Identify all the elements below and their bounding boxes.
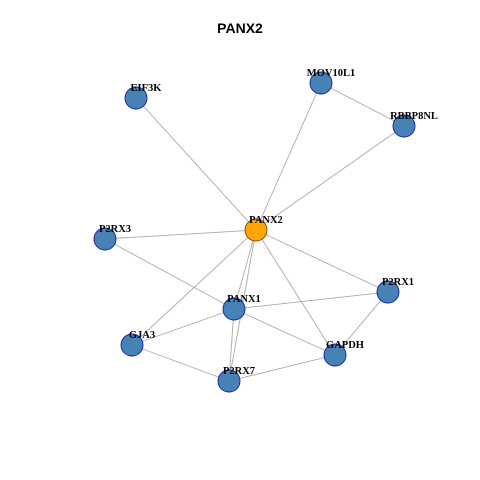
edge-panx2-eif3k <box>135 97 257 231</box>
node-rbbp8nl[interactable] <box>392 114 416 138</box>
node-label-mov10l1: MOV10L1 <box>307 68 355 79</box>
edge-panx2-p2rx1 <box>255 229 389 293</box>
edge-panx1-gapdh <box>233 308 336 356</box>
node-panx2[interactable] <box>244 218 268 242</box>
node-p2rx1[interactable] <box>376 280 400 304</box>
node-p2rx7[interactable] <box>217 369 241 393</box>
node-label-panx2: PANX2 <box>249 215 283 226</box>
edge-panx1-gja3 <box>131 308 235 346</box>
node-label-gapdh: GAPDH <box>326 340 364 351</box>
edge-gja3-p2rx7 <box>131 344 230 382</box>
node-label-p2rx7: P2RX7 <box>223 366 255 377</box>
node-mov10l1[interactable] <box>309 71 333 95</box>
node-label-panx1: PANX1 <box>227 294 261 305</box>
node-eif3k[interactable] <box>124 86 148 110</box>
edge-panx2-rbbp8nl <box>255 125 405 231</box>
network-title: PANX2 <box>217 20 263 36</box>
node-label-p2rx1: P2RX1 <box>382 277 414 288</box>
edge-panx2-gapdh <box>255 229 336 356</box>
edge-panx2-mov10l1 <box>255 82 322 231</box>
node-p2rx3[interactable] <box>93 227 117 251</box>
node-label-p2rx3: P2RX3 <box>99 224 131 235</box>
edge-p2rx1-gapdh <box>334 291 389 356</box>
node-label-gja3: GJA3 <box>129 330 155 341</box>
nodes-layer <box>93 71 416 393</box>
node-label-eif3k: EIF3K <box>131 83 163 94</box>
node-gja3[interactable] <box>120 333 144 357</box>
node-panx1[interactable] <box>222 297 246 321</box>
edge-panx2-panx1 <box>233 229 257 310</box>
edge-panx1-p2rx7 <box>228 308 235 382</box>
edge-panx1-p2rx1 <box>233 291 389 310</box>
edge-panx2-p2rx3 <box>104 229 257 240</box>
node-gapdh[interactable] <box>323 343 347 367</box>
edge-p2rx3-panx1 <box>104 238 235 310</box>
edge-p2rx7-gapdh <box>228 354 336 382</box>
edge-mov10l1-rbbp8nl <box>320 82 405 127</box>
node-label-rbbp8nl: RBBP8NL <box>390 111 438 122</box>
